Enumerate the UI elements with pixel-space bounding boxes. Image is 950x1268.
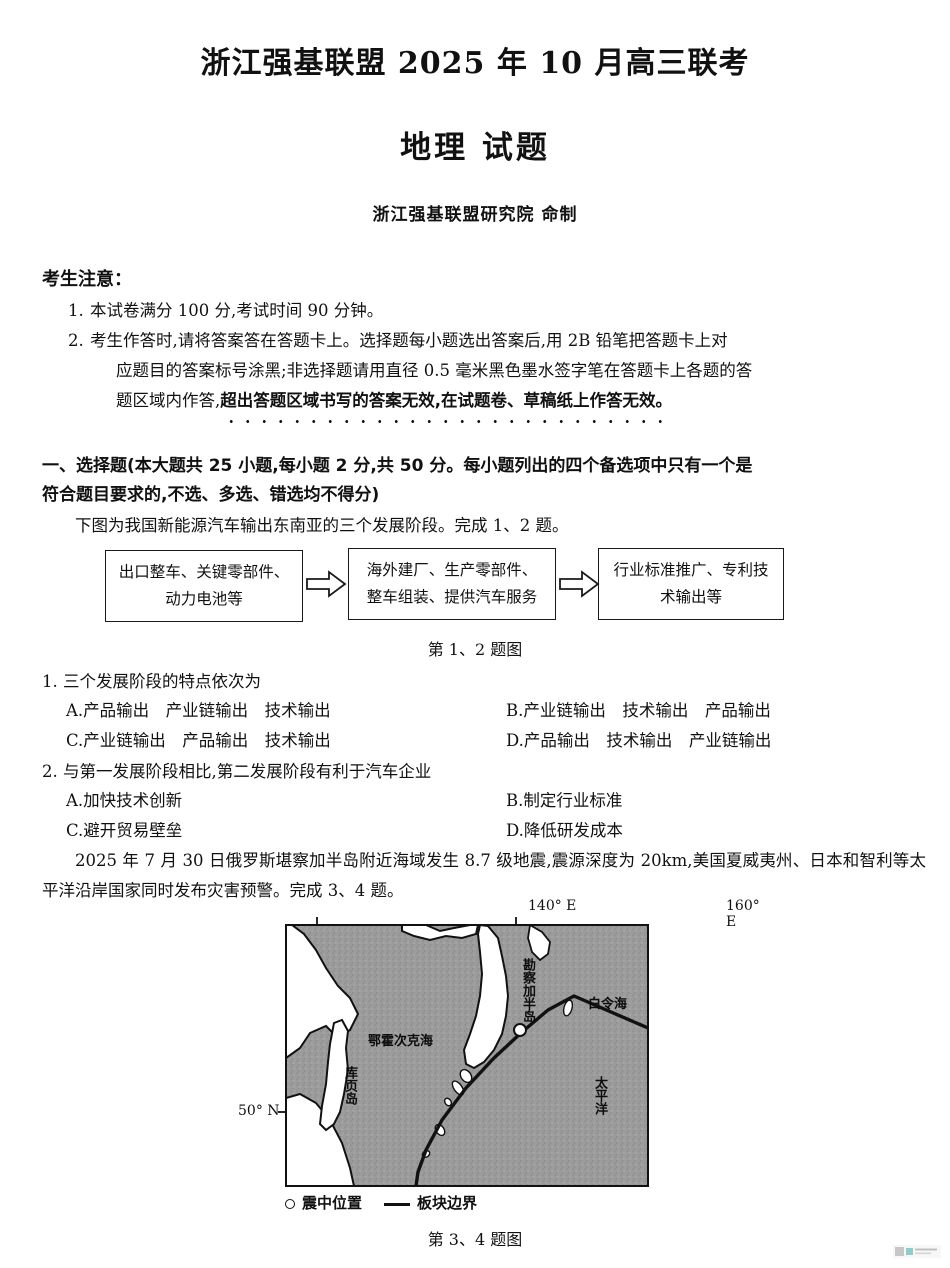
flowchart-box-2-line-2: 整车组装、提供汽车服务 [366,588,538,606]
question-1-option-d[interactable]: D.产品输出 技术输出 产业链输出 [506,726,771,756]
question-2-option-a[interactable]: A.加快技术创新 [66,786,182,816]
note-item-1: 1. 本试卷满分 100 分,考试时间 90 分钟。 [42,296,922,326]
question-1-stem: 1. 三个发展阶段的特点依次为 [42,672,261,691]
flowchart-box-1-line-2: 动力电池等 [165,590,243,608]
institute-line: 浙江强基联盟研究院 命制 [372,205,578,225]
epicenter-symbol-icon [285,1199,295,1209]
map-southwest-landmass [286,1092,356,1186]
legend-epicenter-label: 震中位置 [302,1194,363,1212]
map-graphic [278,917,649,1187]
question-1-2-intro: 下图为我国新能源汽车输出东南亚的三个发展阶段。完成 1、2 题。 [75,516,569,535]
question-1-option-d-text: 产品输出 技术输出 产业链输出 [523,731,772,750]
question-2-option-a-text: 加快技术创新 [83,791,183,810]
plate-boundary-symbol-icon [384,1202,411,1206]
question-2-option-d-text: 降低研发成本 [523,821,623,840]
candidate-notes: 考生注意： 1. 本试卷满分 100 分,考试时间 90 分钟。 2. 考生作答… [42,265,922,423]
note-1-number: 1. [68,301,84,320]
question-1-option-row-1: A.产品输出 产业链输出 技术输出 B.产业链输出 技术输出 产品输出 [66,696,932,726]
note-1-text: 本试卷满分 100 分,考试时间 90 分钟。 [90,301,384,320]
map-label-sakhalin-island: 库页岛 [342,1066,357,1105]
question-2-options: A.加快技术创新 B.制定行业标准 C.避开贸易壁垒 D.降低研发成本 [42,786,932,846]
question-1-option-b-text: 产业链输出 技术输出 产品输出 [523,701,771,720]
flowchart-arrow-1-icon [305,570,347,598]
question-1-option-b[interactable]: B.产业链输出 技术输出 产品输出 [506,696,771,726]
map-figure: 140° E 160° E 50° N [230,898,760,1218]
question-2-stem: 2. 与第一发展阶段相比,第二发展阶段有利于汽车企业 [42,762,432,781]
note-item-2: 2. 考生作答时,请将答案答在答题卡上。选择题每小题选出答案后,用 2B 铅笔把… [42,326,922,423]
watermark-badge-icon [893,1243,941,1258]
flowchart-box-3-line-1: 行业标准推广、专利技 [613,561,769,579]
map-label-pacific-ocean: 太平洋 [592,1076,607,1115]
question-1-option-b-label: B. [506,701,524,720]
map-bering-coast-inlet [527,925,551,962]
flowchart-box-2-line-1: 海外建厂、生产零部件、 [366,561,538,579]
question-2-option-b-label: B. [506,791,524,810]
question-1-options: A.产品输出 产业链输出 技术输出 B.产业链输出 技术输出 产品输出 C.产业… [42,696,932,756]
question-1-option-c[interactable]: C.产业链输出 产品输出 技术输出 [66,726,331,756]
map-base-fill [286,925,648,1186]
flowchart-box-3: 行业标准推广、专利技 术输出等 [598,548,784,620]
question-2-option-c-text: 避开贸易壁垒 [83,821,183,840]
question-2-option-row-1: A.加快技术创新 B.制定行业标准 [66,786,932,816]
flowchart-arrow-2-icon [558,570,600,598]
note-2-line-3-plain: 题区域内作答, [116,391,221,410]
map-small-island-east [562,999,574,1017]
map-label-kamchatka-peninsula: 勘察加半岛 [520,958,535,1023]
note-2-line-3: 题区域内作答,超出答题区域书写的答案无效,在试题卷、草稿纸上作答无效。 [68,386,922,423]
map-legend: 震中位置 板块边界 [285,1192,477,1213]
legend-plate-boundary-label: 板块边界 [417,1194,478,1212]
flowchart-box-2: 海外建厂、生产零部件、 整车组装、提供汽车服务 [348,548,556,620]
section-1-heading-line-2: 符合题目要求的,不选、多选、错选均不得分) [42,485,380,505]
figure-1-caption: 第 1、2 题图 [427,640,523,659]
flowchart-box-1-line-1: 出口整车、关键零部件、 [118,563,290,581]
question-1-option-row-2: C.产业链输出 产品输出 技术输出 D.产品输出 技术输出 产业链输出 [66,726,932,756]
note-2-number: 2. [68,331,84,350]
map-plate-boundary-line [414,994,648,1186]
section-1-heading: 一、选择题(本大题共 25 小题,每小题 2 分,共 50 分。每小题列出的四个… [42,452,922,510]
map-longitude-160e-label: 160° E [726,898,760,930]
map-latitude-50n-label: 50° N [238,1103,280,1119]
map-frame [285,924,649,1187]
question-1-option-a-label: A. [66,701,84,720]
question-1-option-d-label: D. [506,731,524,750]
flowchart-box-1: 出口整车、关键零部件、 动力电池等 [105,550,303,622]
figure-2-caption: 第 3、4 题图 [427,1230,523,1249]
map-sakhalin-island [318,1018,350,1132]
note-2-line-2: 应题目的答案标号涂黑;非选择题请用直径 0.5 毫米黑色墨水签字笔在答题卡上各题… [116,361,753,380]
question-1-option-a[interactable]: A.产品输出 产业链输出 技术输出 [66,696,331,726]
question-2-option-d[interactable]: D.降低研发成本 [506,816,623,846]
question-2-option-b-text: 制定行业标准 [523,791,623,810]
question-2-option-c-label: C. [66,821,84,840]
question-2-option-c[interactable]: C.避开贸易壁垒 [66,816,182,846]
exam-title: 浙江强基联盟 2025 年 10 月高三联考 [200,46,750,81]
question-2-option-a-label: A. [66,791,84,810]
map-north-coast-notch [401,925,480,942]
flowchart-box-3-line-2: 术输出等 [659,588,722,606]
flowchart: 出口整车、关键零部件、 动力电池等 海外建厂、生产零部件、 整车组装、提供汽车服… [0,548,950,624]
subject-title: 地理 试题 [400,130,550,166]
question-2-option-row-2: C.避开贸易壁垒 D.降低研发成本 [66,816,932,846]
question-1-option-c-label: C. [66,731,84,750]
question-2-option-d-label: D. [506,821,524,840]
question-1-option-c-text: 产业链输出 产品输出 技术输出 [83,731,331,750]
question-1: 1. 三个发展阶段的特点依次为 A.产品输出 产业链输出 技术输出 B.产业链输… [42,668,932,756]
question-1-option-a-text: 产品输出 产业链输出 技术输出 [83,701,331,720]
map-label-okhotsk-sea: 鄂霍次克海 [368,1034,434,1049]
note-2-emphasis: 超出答题区域书写的答案无效,在试题卷、草稿纸上作答无效。 [220,386,672,423]
map-kamchatka-peninsula [462,925,510,1070]
section-1-heading-line-1: 一、选择题(本大题共 25 小题,每小题 2 分,共 50 分。每小题列出的四个… [42,456,753,476]
question-2-option-b[interactable]: B.制定行业标准 [506,786,622,816]
question-2: 2. 与第一发展阶段相比,第二发展阶段有利于汽车企业 A.加快技术创新 B.制定… [42,758,932,846]
map-longitude-140e-label: 140° E [528,898,577,914]
map-epicenter-marker [513,1023,527,1037]
note-2-line-1: 考生作答时,请将答案答在答题卡上。选择题每小题选出答案后,用 2B 铅笔把答题卡… [90,331,728,350]
map-label-bering-sea: 白令海 [588,997,628,1012]
question-3-4-passage: 2025 年 7 月 30 日俄罗斯堪察加半岛附近海域发生 8.7 级地震,震源… [42,851,926,900]
notes-heading: 考生注意： [42,269,132,290]
